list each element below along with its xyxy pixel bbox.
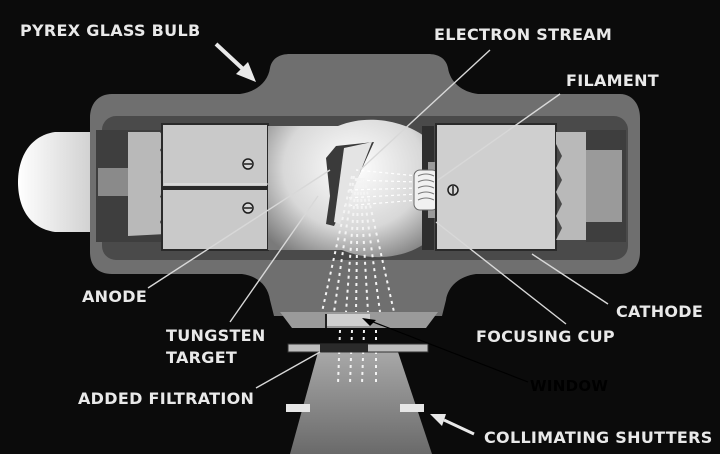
leader-lines [147,49,609,389]
anode-terminal-knob [18,132,95,232]
added-filtration-core [320,344,368,352]
label-tungsten: TUNGSTEN [166,326,266,345]
filament-icon [413,169,439,211]
label-anode: ANODE [82,287,147,306]
label-cathode: CATHODE [616,302,703,321]
label-collimating-shutters: COLLIMATING SHUTTERS [484,428,713,447]
label-filament: FILAMENT [566,71,659,90]
anode-screw-icon [242,158,254,170]
label-electron-stream: ELECTRON STREAM [434,25,612,44]
window-arrow-icon [362,318,376,326]
label-window: WINDOW [530,377,608,395]
collimating-arrow-icon [430,414,475,436]
xray-beam-cone [290,352,432,454]
collimating-shutter-right [400,404,424,412]
window-insert [326,314,370,326]
label-added-filtration: ADDED FILTRATION [78,389,254,408]
label-target: TARGET [166,348,237,367]
anode-screw-icon [242,202,254,214]
window-leader [367,319,529,383]
label-pyrex-glass-bulb: PYREX GLASS BULB [20,21,200,40]
anode-collar [128,132,166,236]
xray-rays [321,175,395,385]
pyrex-arrow-icon [214,42,256,82]
cathode-stem [586,150,622,222]
collimating-shutter-left [286,404,310,412]
label-focusing-cup: FOCUSING CUP [476,327,615,346]
cathode-screw-icon [447,184,459,196]
cathode-collar [556,132,586,240]
